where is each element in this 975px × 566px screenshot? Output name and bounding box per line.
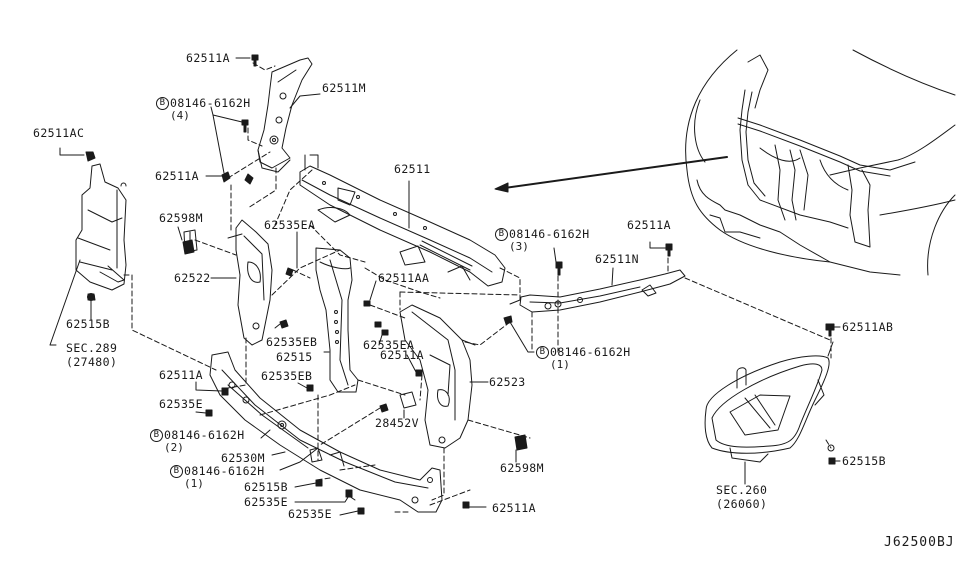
label-28452V[interactable]: 28452V xyxy=(375,416,419,430)
label-62511AA[interactable]: 62511AA xyxy=(378,271,430,285)
inset-left-post xyxy=(739,89,849,229)
label-62530M[interactable]: 62530M xyxy=(221,451,265,465)
label-62598M-left[interactable]: 62598M xyxy=(159,211,203,225)
inset-right-post xyxy=(847,164,871,248)
qty-2: (2) xyxy=(164,441,184,454)
vehicle-wheel-arch xyxy=(927,194,956,276)
label-62511A-mid[interactable]: 62511A xyxy=(380,348,424,362)
label-sec-289[interactable]: SEC.289 xyxy=(66,341,118,355)
label-62535EA-upper[interactable]: 62535EA xyxy=(264,218,316,232)
bolt-badge-icon: B xyxy=(156,97,169,110)
label-62511A-bottom[interactable]: 62511A xyxy=(492,501,536,515)
lower-tie-bar-62530M xyxy=(209,351,443,513)
label-62515[interactable]: 62515 xyxy=(276,350,313,364)
vehicle-fender-left xyxy=(694,99,706,163)
center-support-62515 xyxy=(315,247,359,393)
qty-1-left: (1) xyxy=(184,477,204,490)
bolt-badge-icon: B xyxy=(495,228,508,241)
label-62535E-bottom-1[interactable]: 62535E xyxy=(244,495,288,509)
label-62515B-right[interactable]: 62515B xyxy=(842,454,886,468)
side-panel-62523 xyxy=(399,304,476,449)
inset-upper-beam xyxy=(737,117,916,171)
washer-reservoir xyxy=(75,163,127,301)
label-62511A-top[interactable]: 62511A xyxy=(186,51,230,65)
label-62535E-bottom-2[interactable]: 62535E xyxy=(288,507,332,521)
bolt-badge-icon: B xyxy=(150,429,163,442)
label-sec-289-ref: (27480) xyxy=(66,355,118,369)
vehicle-lower-line xyxy=(879,199,956,216)
label-62535EB-upper[interactable]: 62535EB xyxy=(266,335,318,349)
side-panel-62522 xyxy=(183,219,273,346)
fasteners xyxy=(85,54,836,515)
label-62511N[interactable]: 62511N xyxy=(595,252,639,266)
dashed-assembly-lines xyxy=(123,62,832,513)
vehicle-hood-outline xyxy=(685,49,831,263)
label-62511[interactable]: 62511 xyxy=(394,162,431,176)
qty-1-right: (1) xyxy=(550,358,570,371)
label-62535EB-lower[interactable]: 62535EB xyxy=(261,369,313,383)
inset-left-tower xyxy=(747,54,769,109)
label-62515B-left[interactable]: 62515B xyxy=(66,317,110,331)
vehicle-inset xyxy=(685,49,956,276)
qty-4: (4) xyxy=(170,109,190,122)
label-62511A-right[interactable]: 62511A xyxy=(627,218,671,232)
vehicle-bumper-outline xyxy=(696,179,901,276)
vehicle-hood-edge xyxy=(829,124,956,176)
label-62511AB[interactable]: 62511AB xyxy=(842,320,894,334)
side-bracket-62511N xyxy=(509,269,686,313)
label-62598M-right[interactable]: 62598M xyxy=(500,461,544,475)
headlamp-assembly xyxy=(704,341,835,463)
bolt-badge-icon: B xyxy=(536,346,549,359)
label-62535EA-lower[interactable]: 62535EA xyxy=(363,338,415,352)
label-62535E-left[interactable]: 62535E xyxy=(159,397,203,411)
vehicle-grille-line xyxy=(709,214,761,239)
leader-lines xyxy=(49,57,841,516)
label-62515B-bottom[interactable]: 62515B xyxy=(244,480,288,494)
upper-tie-bar-62511 xyxy=(299,154,506,287)
diagram-code: J62500BJ xyxy=(884,535,955,550)
label-62511A-lower-left[interactable]: 62511A xyxy=(159,368,203,382)
bolt-badge-icon: B xyxy=(170,465,183,478)
vehicle-roofline xyxy=(852,49,956,96)
label-sec-260-ref: (26060) xyxy=(716,497,768,511)
direction-arrow xyxy=(494,156,728,193)
label-62511A-left[interactable]: 62511A xyxy=(155,169,199,183)
label-62511AC[interactable]: 62511AC xyxy=(33,126,85,140)
qty-3: (3) xyxy=(509,240,529,253)
side-tower-62511M xyxy=(257,57,313,173)
label-62522[interactable]: 62522 xyxy=(174,271,211,285)
label-62523[interactable]: 62523 xyxy=(489,375,526,389)
label-sec-260[interactable]: SEC.260 xyxy=(716,483,768,497)
inset-mid-post xyxy=(774,144,786,221)
label-62511M[interactable]: 62511M xyxy=(322,81,366,95)
